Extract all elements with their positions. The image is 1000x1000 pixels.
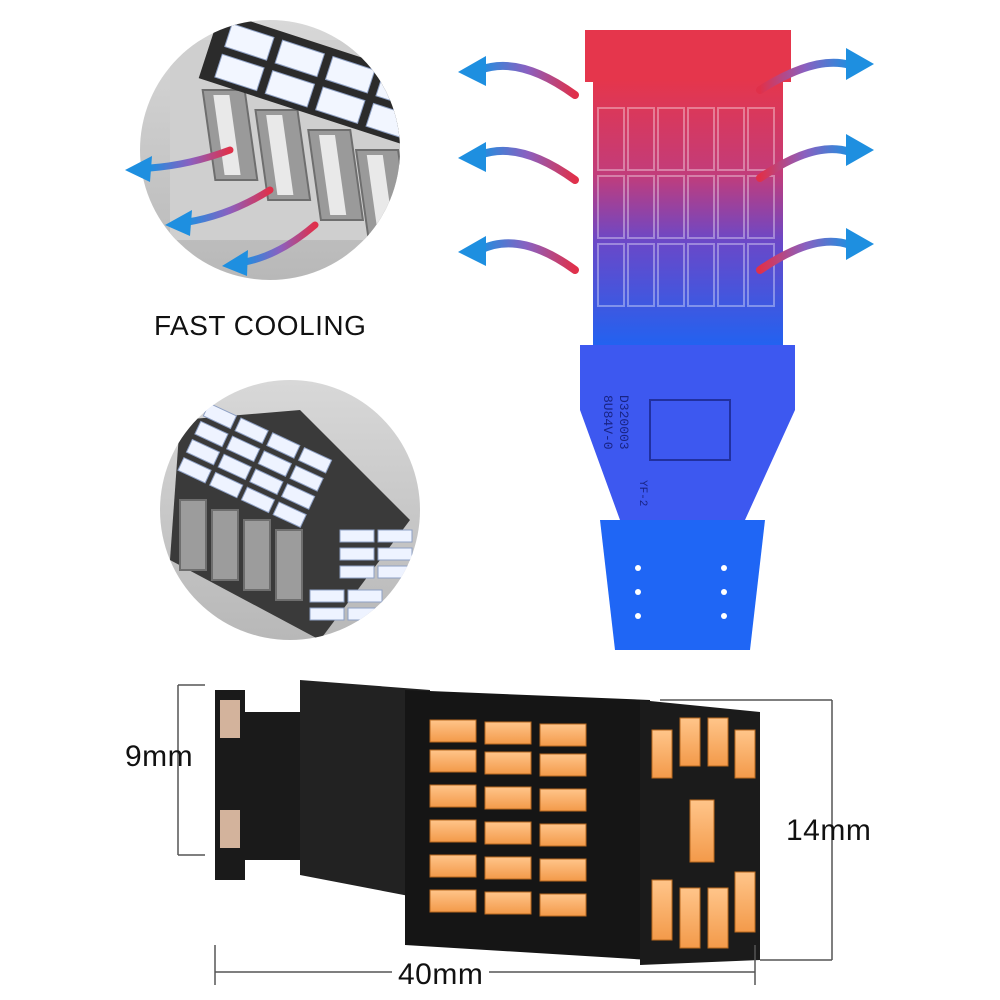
led-closeup-circle bbox=[160, 380, 420, 640]
dimension-14mm-label: 14mm bbox=[786, 814, 872, 847]
pcb-marking-1: D320003 bbox=[616, 395, 631, 450]
cooling-closeup-circle bbox=[125, 20, 400, 280]
bulb-thermal-view: D320003 8U84V-0 YF-2 bbox=[580, 30, 795, 650]
amber-led-bulb bbox=[215, 680, 760, 965]
curved-arrow-icon bbox=[476, 58, 854, 274]
dimension-9mm-label: 9mm bbox=[125, 740, 194, 773]
curved-arrow-icon bbox=[146, 146, 319, 266]
dimension-40mm-label: 40mm bbox=[392, 958, 490, 992]
pcb-marking-2: 8U84V-0 bbox=[600, 395, 615, 450]
pcb-marking-3: YF-2 bbox=[636, 480, 648, 506]
fast-cooling-label: FAST COOLING bbox=[154, 310, 367, 341]
